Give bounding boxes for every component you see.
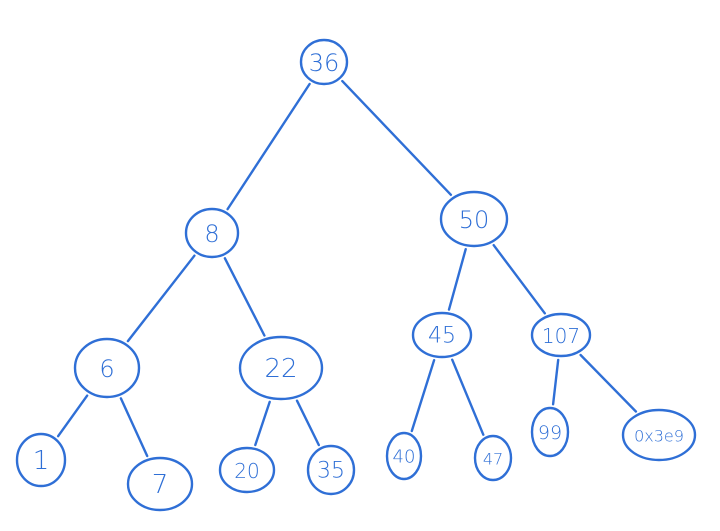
node-circle (385, 431, 423, 481)
edge-22-to-20 (254, 400, 271, 447)
tree-node-36: 36 (299, 38, 349, 86)
node-label: 99 (538, 422, 562, 444)
tree-node-35: 35 (306, 444, 356, 496)
edge-45-to-40 (410, 359, 436, 433)
node-label: 0x3e9 (634, 427, 684, 446)
node-circle (126, 456, 194, 512)
node-circle (184, 207, 240, 259)
edge-8-to-6 (126, 254, 196, 343)
edge-50-to-107 (492, 243, 546, 315)
node-label: 45 (428, 324, 456, 349)
edge-6-to-7 (119, 397, 149, 458)
node-label: 6 (99, 355, 114, 383)
node-circle (73, 337, 141, 399)
node-label: 47 (483, 450, 503, 469)
node-label: 36 (309, 49, 340, 77)
edge-36-to-8 (226, 82, 311, 211)
node-circle (411, 311, 473, 359)
edge-45-to-47 (451, 358, 485, 436)
tree-node-45: 45 (411, 311, 473, 359)
node-label: 20 (234, 459, 259, 483)
node-circle (439, 190, 509, 248)
node-label: 7 (152, 470, 169, 500)
tree-node-50: 50 (439, 190, 509, 248)
node-circle (306, 444, 356, 496)
tree-node-0x3e9: 0x3e9 (621, 408, 697, 462)
tree-node-1: 1 (15, 432, 67, 488)
node-circle (473, 434, 513, 482)
tree-node-107: 107 (530, 312, 592, 358)
tree-node-6: 6 (73, 337, 141, 399)
node-circle (530, 312, 592, 358)
node-label: 8 (204, 220, 219, 248)
edge-8-to-22 (223, 257, 266, 337)
node-label: 107 (542, 324, 580, 348)
node-circle (621, 408, 697, 462)
node-circle (15, 432, 67, 488)
tree-node-22: 22 (238, 335, 324, 401)
edge-36-to-50 (341, 79, 453, 197)
tree-node-40: 40 (385, 431, 423, 481)
edge-6-to-1 (56, 394, 89, 438)
nodes-layer: 36 8 50 6 22 45 107 1 7 20 35 40 47 99 0x3e9 (15, 38, 697, 512)
node-label: 35 (317, 459, 345, 484)
node-circle (238, 335, 324, 401)
node-label: 1 (33, 446, 50, 476)
edge-50-to-45 (447, 247, 467, 311)
node-circle (530, 406, 570, 458)
tree-node-7: 7 (126, 456, 194, 512)
tree-node-99: 99 (530, 406, 570, 458)
node-label: 22 (264, 354, 297, 384)
edge-107-to-0x3e9 (579, 353, 638, 413)
tree-node-20: 20 (218, 446, 276, 494)
tree-node-8: 8 (184, 207, 240, 259)
node-circle (299, 38, 349, 86)
node-label: 40 (393, 447, 416, 468)
edges-layer (56, 79, 638, 458)
node-circle (218, 446, 276, 494)
edge-22-to-35 (295, 399, 320, 447)
node-label: 50 (459, 206, 490, 234)
edge-107-to-99 (551, 358, 560, 406)
tree-node-47: 47 (473, 434, 513, 482)
